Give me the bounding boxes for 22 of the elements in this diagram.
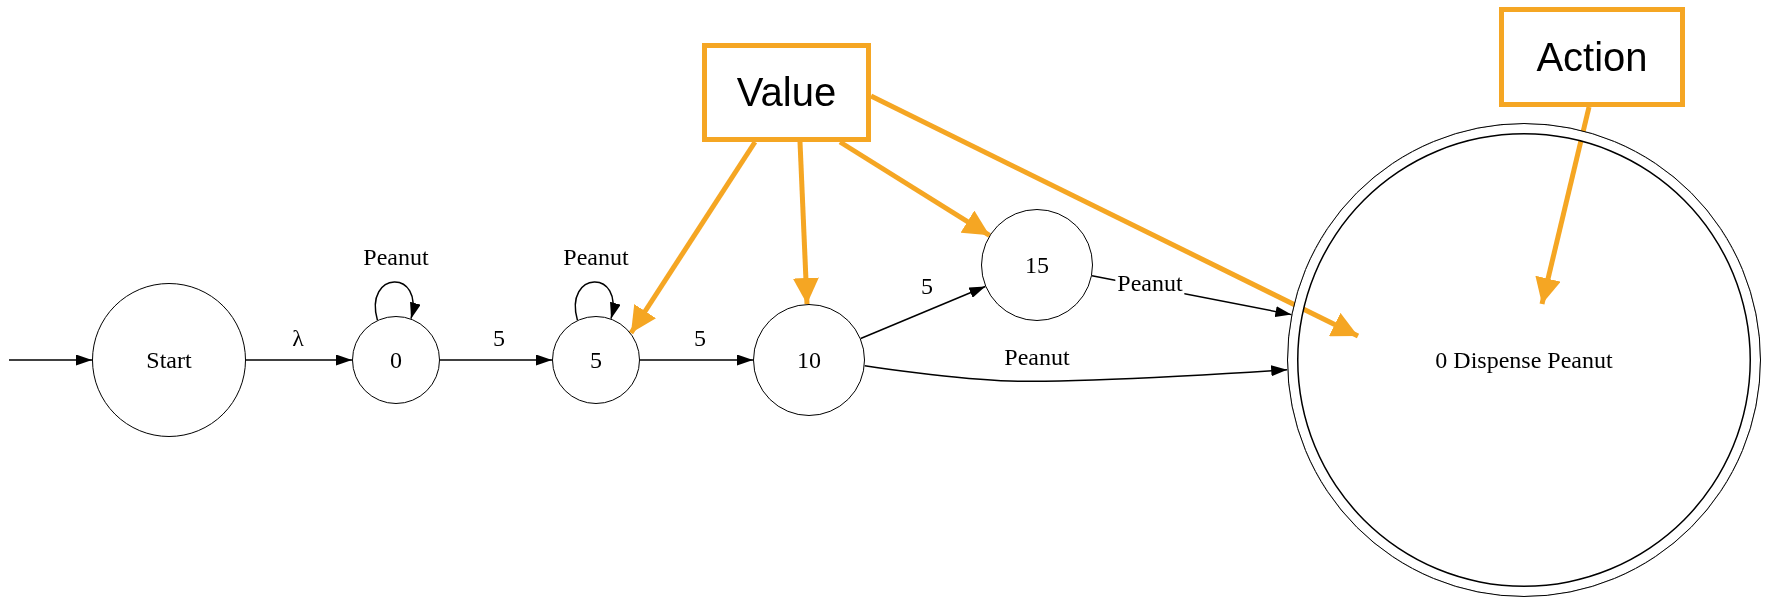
arrow	[574, 281, 620, 321]
arrow	[439, 354, 553, 366]
arrow	[8, 354, 93, 366]
state-label: Start	[146, 346, 192, 374]
callout-box	[702, 43, 871, 142]
arrow	[863, 365, 1288, 383]
callout-label: Action	[1536, 34, 1648, 80]
state-label: 10	[797, 346, 821, 374]
arrow	[628, 140, 758, 335]
arrow	[639, 354, 754, 366]
arrow	[792, 141, 819, 305]
state-label: 0 Dispense Peanut	[1435, 346, 1613, 374]
arrow	[869, 93, 1360, 339]
accept-state-circle	[1287, 123, 1761, 597]
arrow	[859, 285, 987, 340]
callout-label: Value	[736, 70, 837, 115]
arrow	[245, 354, 353, 366]
state-label: 15	[1025, 251, 1049, 279]
state-label: 5	[590, 346, 602, 374]
arrow	[374, 281, 420, 321]
callout-box	[1499, 7, 1685, 107]
state-label: 0	[390, 346, 402, 374]
